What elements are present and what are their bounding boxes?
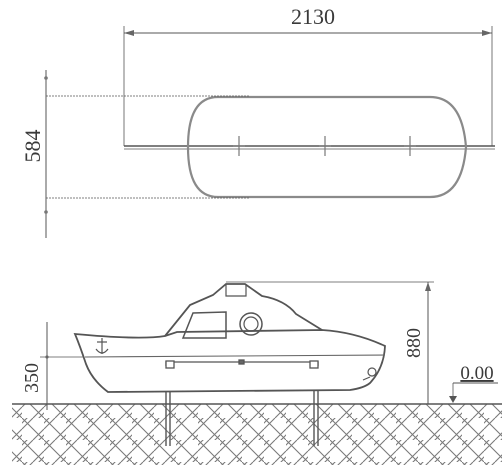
boat-cabin — [164, 283, 323, 337]
boat-hull — [73, 329, 386, 393]
side-view: 880 350 0.00 — [12, 281, 502, 465]
ground-level-label: 0.00 — [460, 363, 493, 384]
porthole — [239, 312, 263, 336]
boat-top-outline — [186, 95, 468, 199]
anchor-icon — [95, 338, 109, 354]
cabin-window — [181, 311, 227, 339]
height-total-label: 880 — [403, 328, 425, 358]
top-depth-dimension: 584 — [20, 70, 250, 238]
top-depth-label: 584 — [20, 130, 45, 163]
mount-points — [233, 136, 416, 156]
height-total-dimension: 880 — [226, 281, 434, 404]
ground-level-marker: 0.00 — [449, 363, 498, 403]
top-width-dimension: 2130 — [123, 4, 493, 146]
ground-hatch — [12, 404, 502, 465]
deck-frame — [165, 359, 319, 369]
top-width-label: 2130 — [291, 4, 335, 29]
top-view: 2130 584 — [20, 4, 495, 238]
height-deck-label: 350 — [21, 363, 43, 393]
bow-detail — [362, 367, 377, 381]
